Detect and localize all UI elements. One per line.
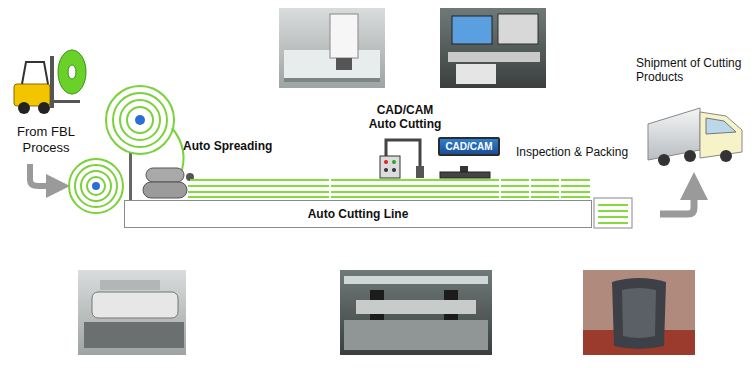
photo-packed-roll [583,270,695,355]
truck [720,150,732,162]
source-label: From FBL Process [8,124,84,155]
photo-packed-roll [612,278,666,349]
photo-cad-station [448,52,540,62]
cutting-head [384,160,388,164]
keyboard [460,166,468,172]
fabric-plies [329,177,331,199]
photo-cutter [330,14,358,58]
photo-cutter [279,8,385,88]
inspected-stack [598,210,628,212]
flow-arrow [30,164,58,186]
spreading-roll [106,86,174,154]
photo-spreader [100,280,160,290]
photo-packed-roll [583,270,695,355]
photo-cutter [336,58,352,70]
shipment-arrow [660,186,694,214]
forklift [54,100,80,103]
fabric-plies [188,177,590,199]
flow-arrow [30,164,58,186]
cutting-head [392,168,396,172]
node-text: CAD/CAM [445,141,492,152]
photo-spreader [78,270,186,355]
forklift [50,56,54,108]
step-label: Auto Spreading [183,139,272,153]
photo-cutting-line [344,276,488,284]
photo-cad-station [440,8,546,88]
photo-cad-station [456,64,496,84]
spreading-roll [113,93,167,147]
photo-cutter [284,78,380,82]
forklift [68,65,76,79]
truck [684,150,696,162]
inspected-stack [598,204,628,206]
photo-cutting-line [340,270,492,355]
forklift [22,62,48,84]
fabric-roll [69,159,123,213]
spreading-machine [143,182,187,198]
photo-cad-station [498,14,538,44]
photo-cutter [279,8,385,88]
cutting-table: Auto Cutting Line [124,200,592,228]
spreading-roll [127,107,153,133]
photo-cad-station [452,16,492,44]
truck [648,108,742,166]
spreading-machine [143,168,194,198]
spreading-roll [135,115,145,125]
fabric-roll [69,159,123,213]
shipment-arrow [660,186,694,214]
inspected-stack [598,216,628,218]
cutting-head [380,140,424,178]
cutting-head [380,156,400,178]
cutting-head [392,160,396,164]
forklift [14,50,86,114]
fabric-plies [559,177,561,199]
cutting-head [384,168,388,172]
photo-spreader [78,270,186,355]
step-label: CAD/CAM Auto Cutting [365,103,445,132]
truck [700,112,742,158]
inspected-stack [594,198,632,228]
keyboard [440,172,490,178]
fabric-roll [87,177,105,195]
forklift [58,50,86,94]
fabric-roll [81,171,111,201]
spreading-machine [146,168,184,182]
forklift [38,102,50,114]
inspected-stack [594,198,632,228]
photo-cutting-line [344,320,488,350]
fabric-plies [529,177,531,199]
photo-cad-station [440,8,546,88]
keyboard [440,166,490,178]
destination-label: Shipment of Cutting Products [636,56,748,85]
photo-cutting-line [356,300,476,314]
photo-packed-roll [622,288,656,338]
photo-spreader [84,322,184,348]
spreading-roll [120,100,160,140]
fabric-roll [75,165,117,207]
forklift [18,102,30,114]
node-text: Auto Cutting Line [308,207,409,221]
fabric-plies [499,177,501,199]
truck [658,154,670,166]
photo-cutting-line [340,270,492,355]
step-label: Inspection & Packing [516,145,628,159]
fabric-roll [92,182,100,190]
cutting-head [416,166,424,178]
truck [706,118,736,134]
inspected-stack [598,222,628,224]
photo-spreader [92,292,178,318]
cad-monitor: CAD/CAM [438,137,500,156]
